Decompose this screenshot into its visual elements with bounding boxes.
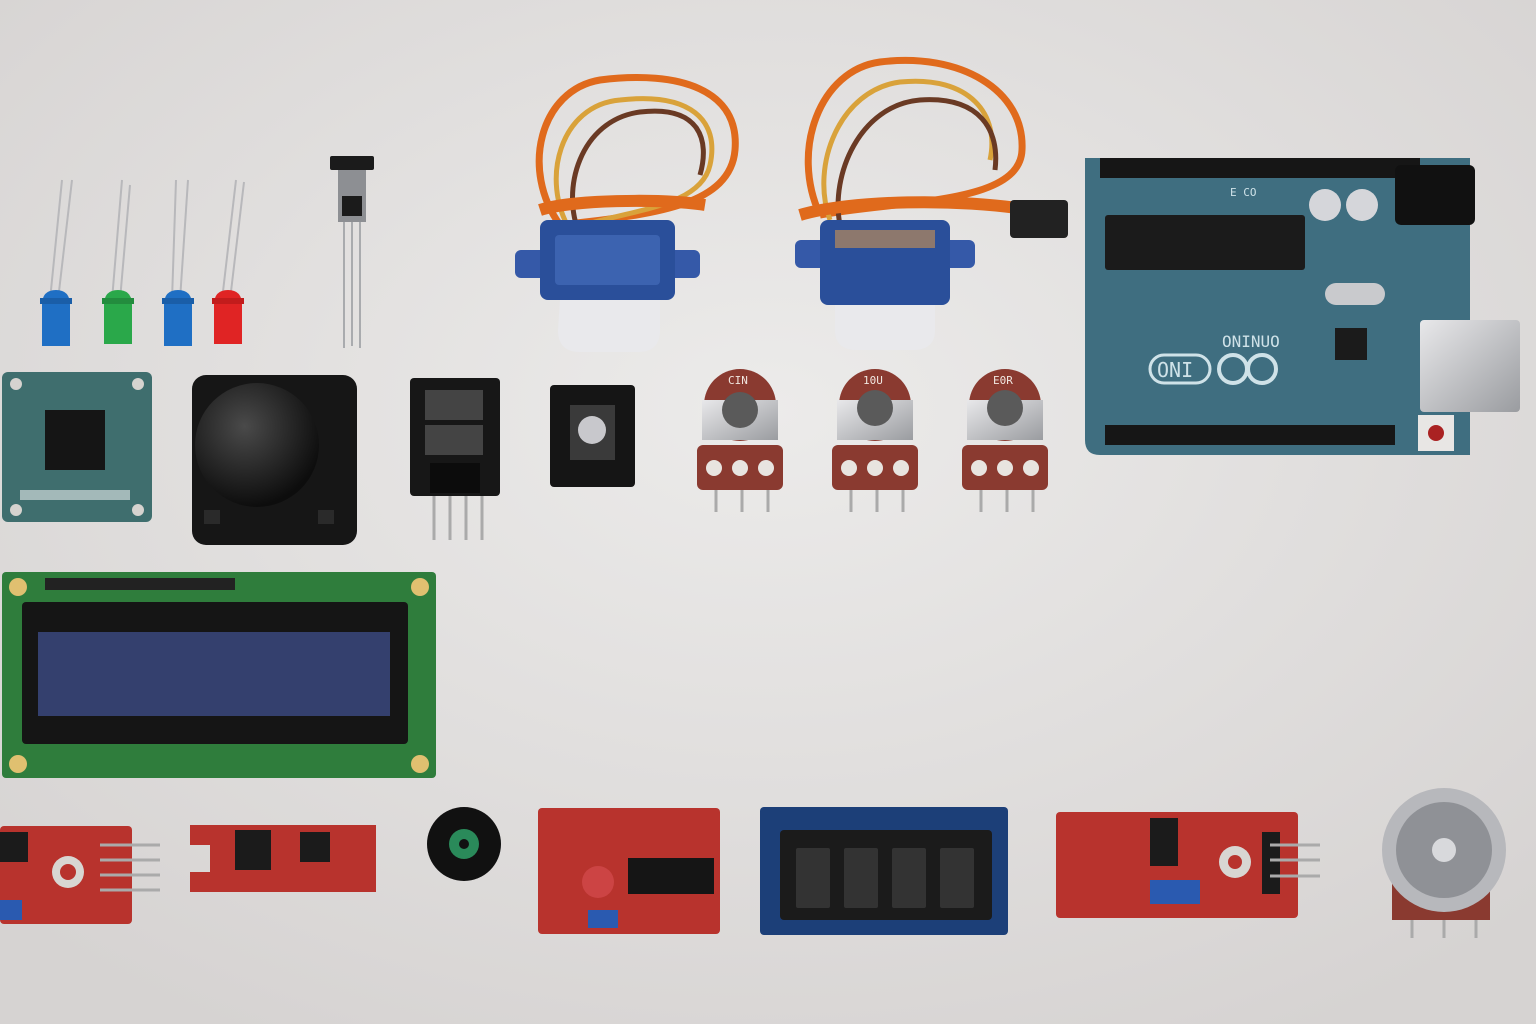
arduino-uno-board: ONI ONINUO E CO — [1085, 158, 1520, 455]
led-row — [40, 179, 245, 346]
arduino-bottom-header — [1105, 425, 1395, 445]
led-red — [212, 179, 245, 344]
potentiometer-1-label: CIN — [728, 374, 748, 387]
led-blue-2 — [162, 179, 194, 346]
sensor-module-2 — [190, 825, 376, 892]
servo-motor-1 — [515, 74, 739, 352]
seven-segment-display — [760, 807, 1008, 935]
arduino-logo-text: ONINUO — [1222, 332, 1280, 351]
sensor-module-1 — [0, 826, 160, 924]
lcd-screen — [38, 632, 390, 716]
led-green — [102, 179, 134, 344]
joystick-module — [192, 375, 357, 545]
photo-sensor-module — [550, 385, 635, 487]
arduino-top-header — [1100, 158, 1420, 178]
servo-motor-2 — [795, 56, 1068, 350]
buzzer — [427, 807, 501, 881]
potentiometer-1: CIN — [697, 369, 783, 512]
arduino-silkscreen-top: E CO — [1230, 186, 1257, 199]
capacitor-1 — [1309, 189, 1341, 221]
sensor-module-3 — [538, 808, 720, 934]
arduino-power-jack — [1395, 165, 1475, 225]
capacitor-2 — [1346, 189, 1378, 221]
lcd-module — [2, 572, 436, 778]
potentiometer-3-label: E0R — [993, 374, 1013, 387]
potentiometer-3: E0R — [962, 369, 1048, 512]
crystal — [1325, 283, 1385, 305]
arduino-badge: ONI — [1157, 358, 1193, 382]
dc-motor — [1382, 788, 1506, 938]
arduino-usb-port — [1420, 320, 1520, 412]
led-blue-1 — [40, 179, 73, 346]
ic-module — [2, 372, 152, 522]
digit-placeholders — [796, 848, 974, 908]
relay-module — [410, 378, 500, 540]
ir-receiver — [330, 156, 374, 348]
sensor-module-4 — [1056, 812, 1320, 918]
potentiometer-2-label: 10U — [863, 374, 883, 387]
potentiometer-2: 10U — [832, 369, 918, 512]
arduino-chip — [1105, 215, 1305, 270]
